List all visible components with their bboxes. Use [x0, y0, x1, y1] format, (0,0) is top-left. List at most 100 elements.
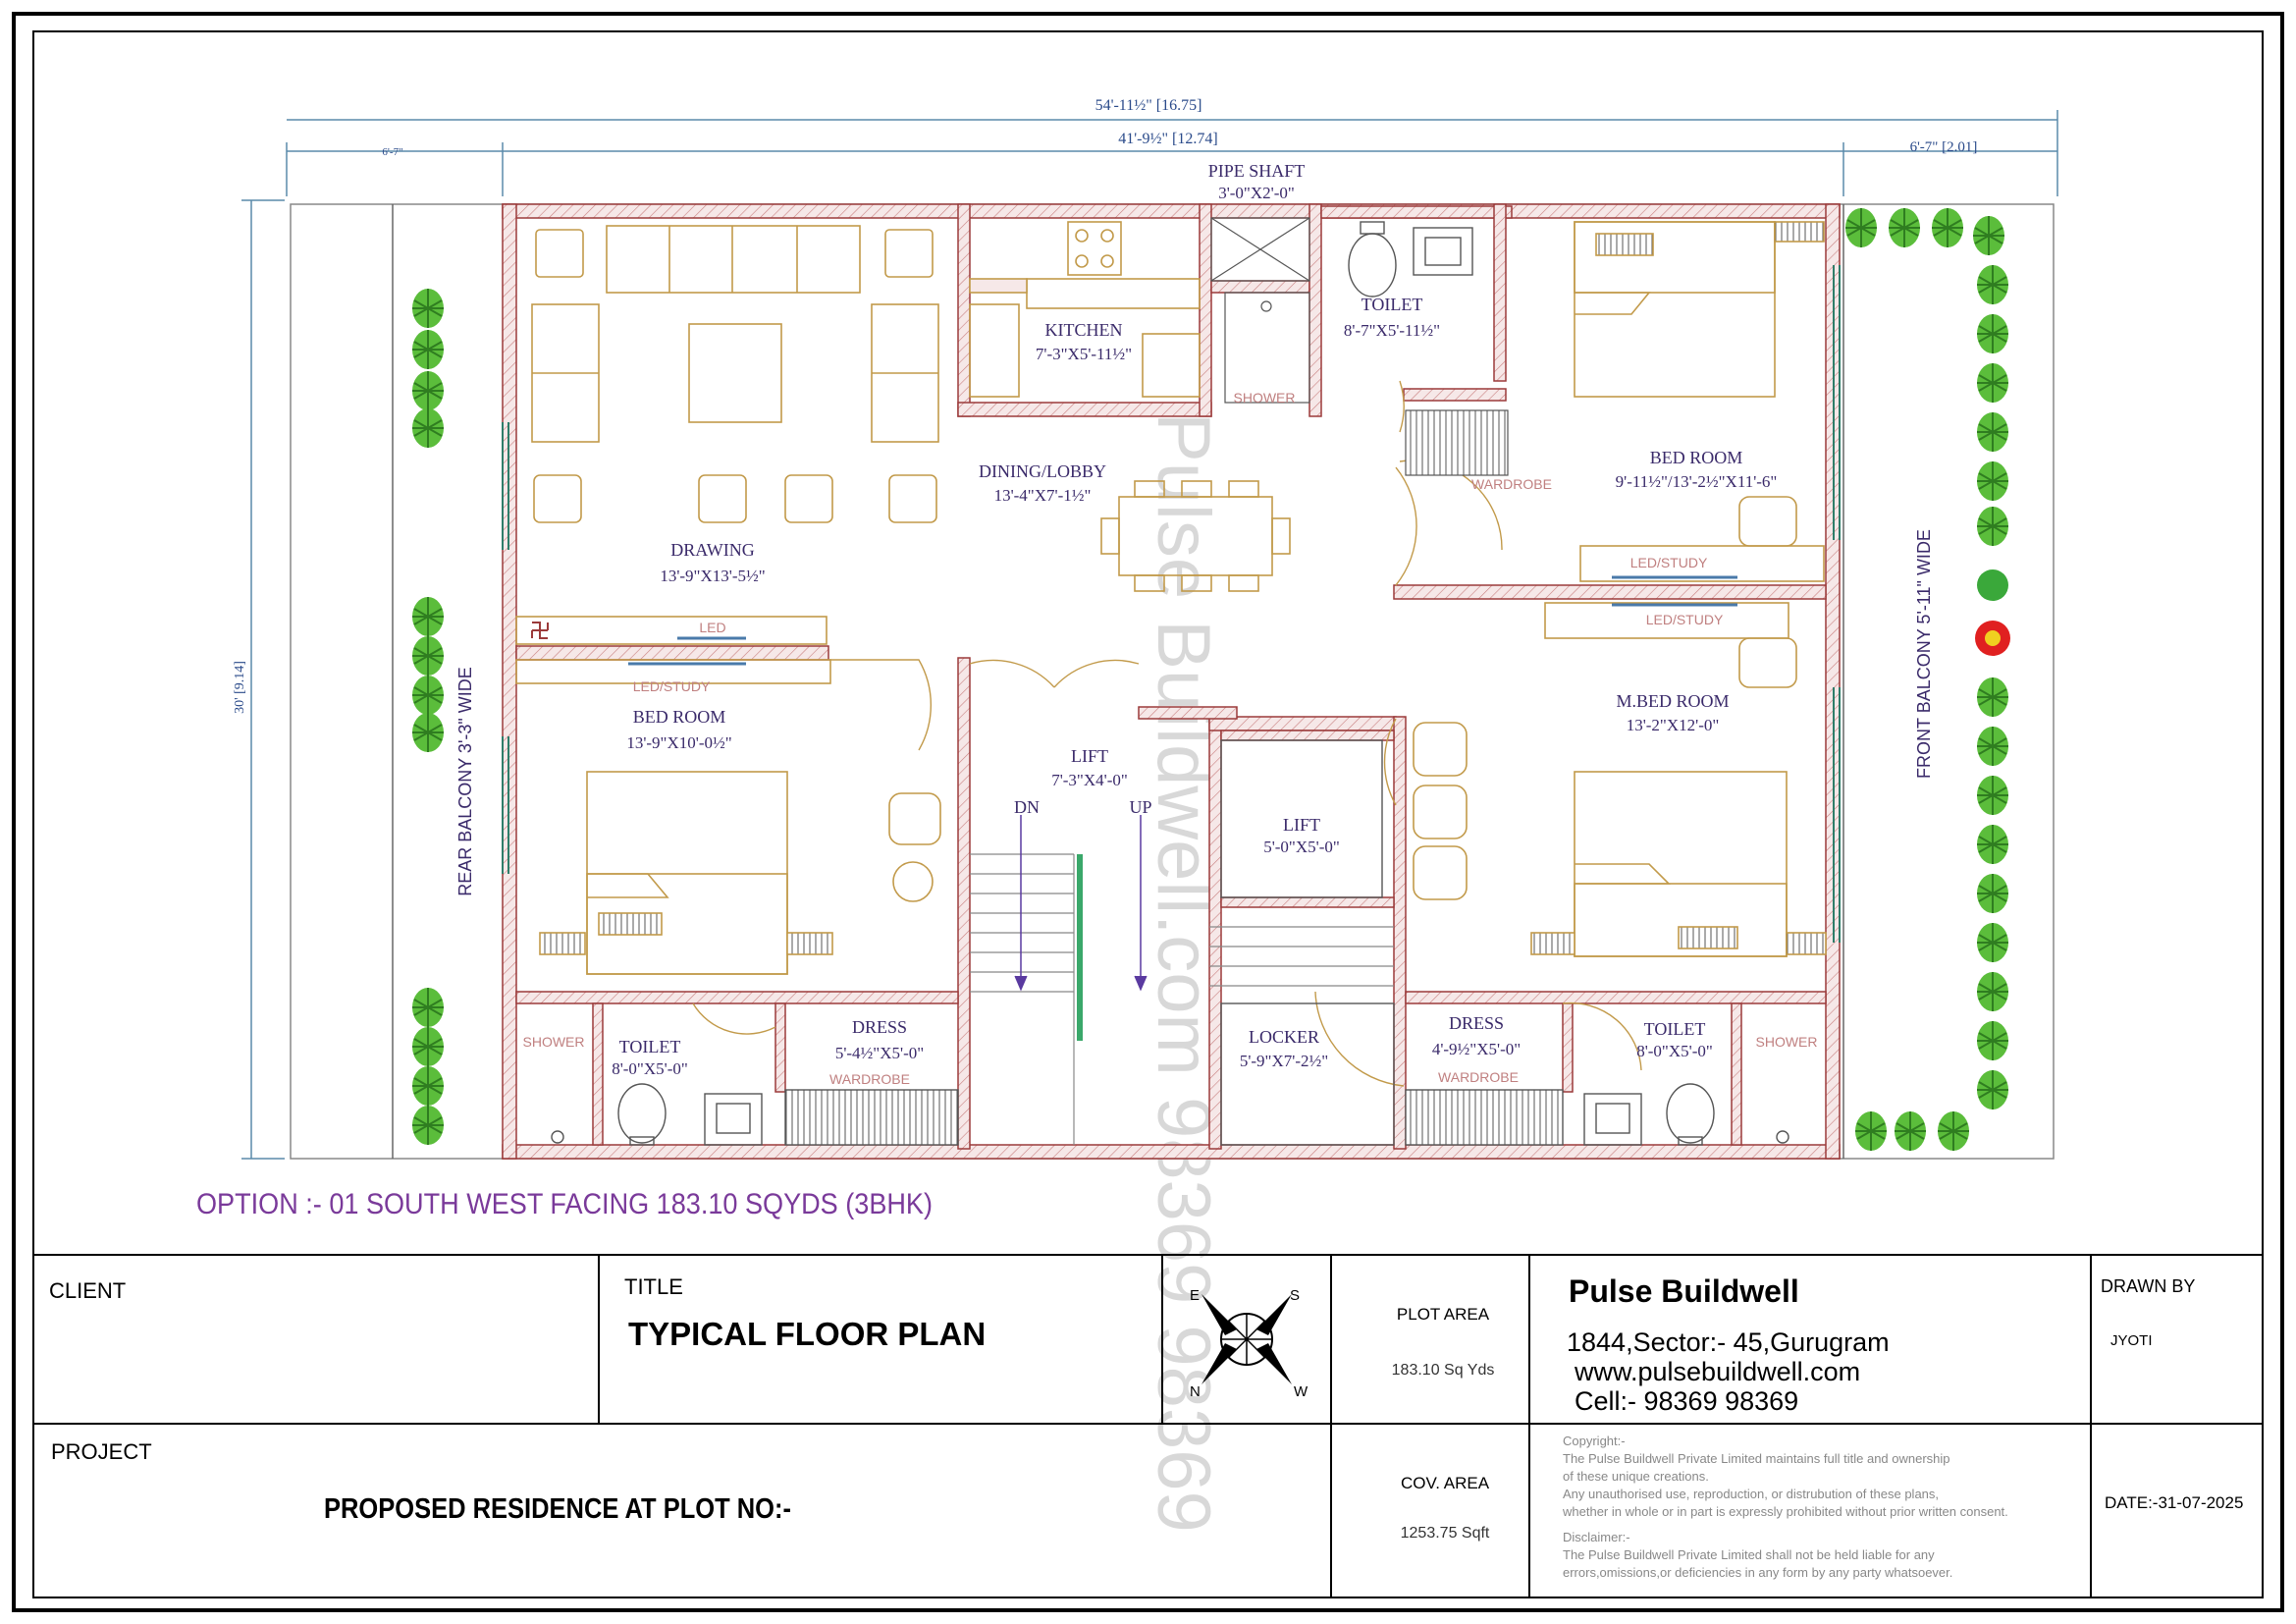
cov-area-value: 1253.75 Sqft — [1401, 1525, 1490, 1542]
pipe-shaft — [1210, 217, 1310, 282]
kitchen-fittings — [969, 221, 1201, 398]
wardrobe-top-label: WARDROBE — [1471, 476, 1552, 492]
bottom-fittings — [551, 1002, 1789, 1146]
bedroom-top-size: 9'-11½"/13'-2½"X11'-6" — [1616, 472, 1778, 491]
locker-label: LOCKER — [1249, 1027, 1319, 1047]
led-study-right-bottom: LED/STUDY — [1646, 612, 1724, 627]
bedroom-left-furniture — [515, 659, 941, 975]
lift-stair-label: LIFT — [1071, 746, 1108, 766]
shower-top-label: SHOWER — [1234, 390, 1296, 406]
locker-size: 5'-9"X7'-2½" — [1240, 1052, 1328, 1070]
plot-area-label: PLOT AREA — [1397, 1305, 1490, 1324]
company-web: www.pulsebuildwell.com — [1574, 1357, 1860, 1386]
stair-up-label: UP — [1129, 797, 1151, 817]
overall-width-dimension: 54'-11½" [16.75] — [1095, 97, 1202, 114]
copyright-line: of these unique creations. — [1563, 1469, 1709, 1484]
master-bed-label: M.BED ROOM — [1616, 691, 1729, 711]
lift-label: LIFT — [1283, 815, 1320, 835]
copyright-line: The Pulse Buildwell Private Limited main… — [1563, 1451, 1950, 1466]
bedroom-left-size: 13'-9"X10'-0½" — [626, 733, 731, 752]
drawing-size: 13'-9"X13'-5½" — [660, 567, 765, 585]
pipe-shaft-label: PIPE SHAFT — [1208, 161, 1306, 181]
shower-top — [1224, 292, 1310, 404]
project-value: PROPOSED RESIDENCE AT PLOT NO:- — [324, 1493, 791, 1525]
stairs — [970, 815, 1394, 1145]
pipe-shaft-size: 3'-0"X2'-0" — [1218, 184, 1295, 202]
toilet-top-size: 8'-7"X5'-11½" — [1344, 321, 1440, 340]
title-value: TYPICAL FLOOR PLAN — [628, 1316, 986, 1352]
walls — [502, 203, 1841, 1160]
depth-dimension: 30' [9.14] — [233, 661, 247, 714]
inner-width-dimension: 41'-9½" [12.74] — [1118, 131, 1217, 147]
compass-s: S — [1290, 1287, 1300, 1304]
wardrobe-left-label: WARDROBE — [829, 1071, 910, 1087]
front-balcony-plants — [1844, 207, 2010, 1152]
shower-right-label: SHOWER — [1756, 1034, 1818, 1050]
copyright-line: Disclaimer:- — [1563, 1530, 1630, 1544]
dress-right-size: 4'-9½"X5'-0" — [1432, 1040, 1521, 1058]
wardrobe-right-label: WARDROBE — [1438, 1069, 1519, 1085]
toilet-left-label: TOILET — [619, 1037, 681, 1056]
lift-size: 5'-0"X5'-0" — [1263, 838, 1340, 856]
option-caption: OPTION :- 01 SOUTH WEST FACING 183.10 SQ… — [196, 1188, 933, 1220]
company-name: Pulse Buildwell — [1569, 1273, 1799, 1309]
bedroom-left-label: BED ROOM — [633, 707, 726, 727]
lift-stair-size: 7'-3"X4'-0" — [1051, 771, 1128, 789]
dimension-lines — [241, 110, 2058, 1160]
toilet-top-fittings — [1348, 221, 1473, 298]
company-cell: Cell:- 98369 98369 — [1575, 1386, 1798, 1416]
copyright-line: Any unauthorised use, reproduction, or d… — [1563, 1487, 1939, 1501]
toilet-top-label: TOILET — [1362, 295, 1423, 314]
dress-left-size: 5'-4½"X5'-0" — [835, 1044, 924, 1062]
cov-area-label: COV. AREA — [1401, 1474, 1490, 1492]
left-offset-dimension: 6'-7" — [382, 146, 402, 158]
led-study-left: LED/STUDY — [633, 678, 711, 694]
dining-size: 13'-4"X7'-1½" — [994, 486, 1092, 505]
copyright-line: Copyright:- — [1563, 1434, 1626, 1448]
shower-left-label: SHOWER — [523, 1034, 585, 1050]
led-label: LED — [699, 620, 725, 635]
copyright-line: whether in whole or in part is expressly… — [1562, 1504, 2008, 1519]
dress-right-label: DRESS — [1449, 1013, 1504, 1033]
rear-balcony-plants — [411, 288, 445, 1146]
bedroom-top-label: BED ROOM — [1650, 448, 1743, 467]
kitchen-size: 7'-3"X5'-11½" — [1036, 345, 1132, 363]
right-offset-dimension: 6'-7" [2.01] — [1910, 139, 1978, 155]
drawn-by-value: JYOTI — [2110, 1332, 2153, 1349]
compass-e: E — [1190, 1287, 1200, 1304]
copyright-line: errors,omissions,or deficiencies in any … — [1563, 1565, 1952, 1580]
stair-down-label: DN — [1014, 797, 1040, 817]
dining-label: DINING/LOBBY — [979, 461, 1106, 481]
wardrobe-top — [1405, 409, 1509, 476]
compass-n: N — [1190, 1383, 1201, 1400]
dining-table — [1100, 480, 1291, 592]
led-study-right-top: LED/STUDY — [1630, 555, 1708, 570]
client-label: CLIENT — [49, 1278, 126, 1303]
title-block — [32, 1254, 2264, 1598]
drawing-furniture — [515, 225, 939, 645]
title-label: TITLE — [624, 1274, 683, 1299]
plot-area-value: 183.10 Sq Yds — [1392, 1362, 1495, 1379]
master-bed-size: 13'-2"X12'-0" — [1627, 716, 1720, 734]
lift-box — [1220, 739, 1383, 898]
dress-left-label: DRESS — [852, 1017, 907, 1037]
project-label: PROJECT — [51, 1439, 152, 1464]
copyright-text: Copyright:- The Pulse Buildwell Private L… — [1562, 1434, 2008, 1580]
bedroom-top-furniture — [1574, 221, 1825, 582]
master-bedroom-furniture — [1413, 602, 1827, 957]
compass-w: W — [1294, 1383, 1308, 1400]
outer-frame — [12, 12, 2284, 1612]
kitchen-label: KITCHEN — [1045, 320, 1123, 340]
drawing-label: DRAWING — [670, 540, 755, 560]
date-value: DATE:-31-07-2025 — [2105, 1493, 2243, 1512]
doors — [692, 380, 1642, 1087]
toilet-right-size: 8'-0"X5'-0" — [1636, 1042, 1713, 1060]
toilet-left-size: 8'-0"X5'-0" — [612, 1059, 688, 1078]
drawn-by-label: DRAWN BY — [2101, 1276, 2195, 1296]
windows — [502, 265, 1841, 943]
rear-balcony-label: REAR BALCONY 3'-3" WIDE — [455, 667, 475, 896]
company-address: 1844,Sector:- 45,Gurugram — [1567, 1327, 1890, 1357]
copyright-line: The Pulse Buildwell Private Limited shal… — [1563, 1547, 1935, 1562]
swastik-icon — [531, 622, 549, 639]
